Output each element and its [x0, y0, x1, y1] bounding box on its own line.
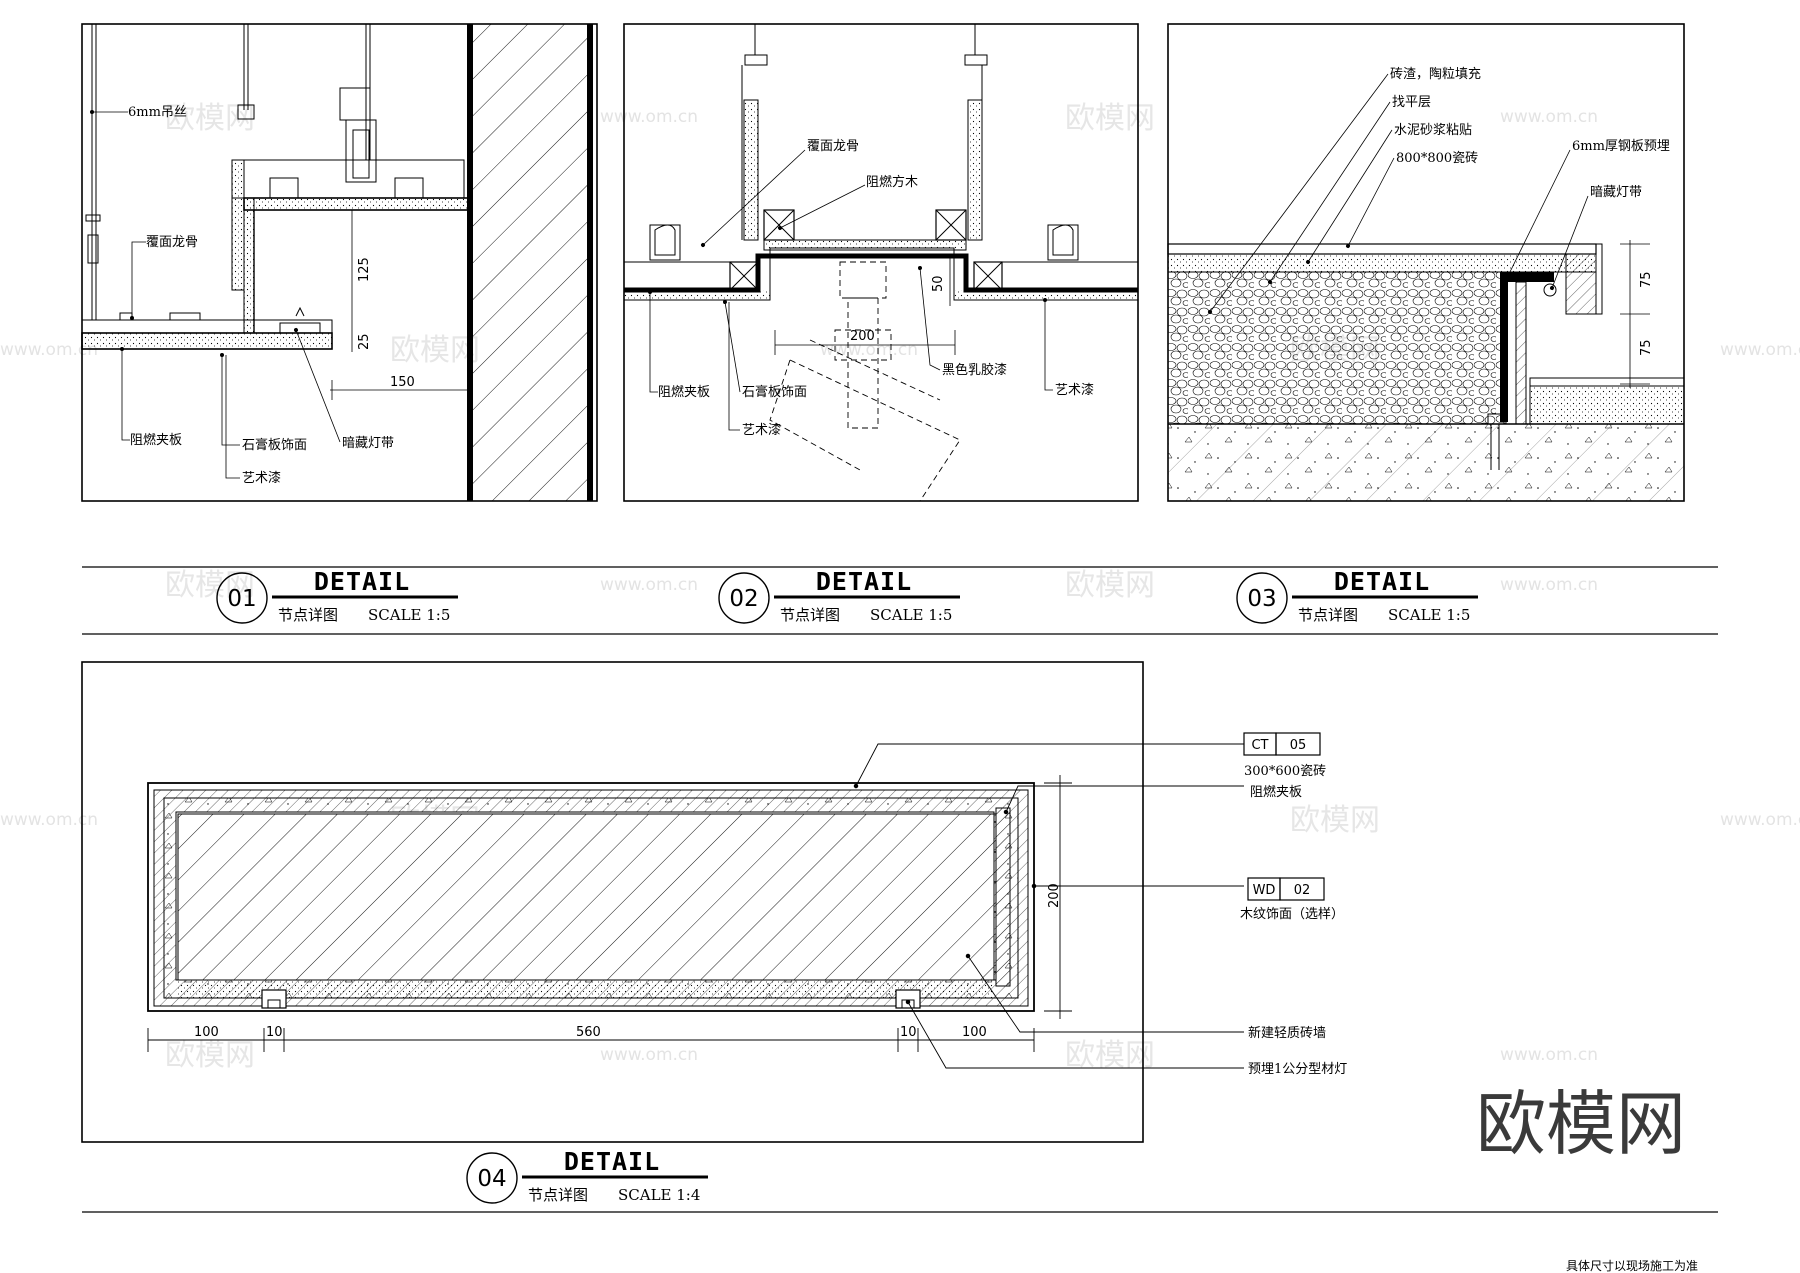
- title-bar-row-1: 01 DETAIL 节点详图 SCALE 1:5 02 DETAIL 节点详图 …: [82, 566, 1718, 635]
- detail-scale: SCALE 1:5: [870, 606, 952, 624]
- detail-scale: SCALE 1:4: [618, 1186, 700, 1204]
- detail-number: 01: [227, 586, 256, 612]
- dim-10-left: 10: [266, 1025, 283, 1040]
- watermark-text: 欧模网: [390, 333, 480, 368]
- watermark-url: www.om.cn: [600, 1045, 698, 1065]
- watermark-text: 欧模网: [1065, 568, 1155, 603]
- tag-code: CT: [1251, 738, 1268, 753]
- watermark-url: www.om.cn: [1720, 340, 1800, 360]
- label-gypsum-finish: 石膏板饰面: [242, 437, 307, 453]
- detail-number: 02: [729, 586, 758, 612]
- panel-detail-04: 100 10 560 10 100 200: [81, 661, 1244, 1143]
- label-gypsum-finish: 石膏板饰面: [742, 384, 807, 400]
- detail-subtitle: 节点详图: [278, 606, 338, 624]
- watermark-text: 欧模网: [1065, 101, 1155, 136]
- watermark-text: 欧模网: [1290, 803, 1380, 838]
- detail-scale: SCALE 1:5: [368, 606, 450, 624]
- watermark-url: www.om.cn: [1500, 107, 1598, 127]
- dim-75-lower: 75: [1639, 339, 1654, 356]
- label-fire-plywood: 阻燃夹板: [658, 384, 710, 400]
- label-800-tile: 800*800瓷砖: [1396, 151, 1478, 166]
- watermark-url: www.om.cn: [1720, 810, 1800, 830]
- panel-detail-03: 75 75 砖渣，陶粒填充 找平层 水泥砂浆粘贴 800*800瓷砖 6mm厚钢…: [1167, 23, 1685, 502]
- label-hidden-led: 暗藏灯带: [1590, 185, 1642, 200]
- panel-detail-01: 125 25 150 6mm吊丝 覆面龙骨 阻燃夹板 石膏板饰面 艺术漆 暗藏灯…: [81, 23, 598, 502]
- title-bar-row-2: 04 DETAIL 节点详图 SCALE 1:4: [82, 1147, 1718, 1213]
- label-embedded-light: 预埋1公分型材灯: [1248, 1062, 1347, 1077]
- label-hanger-rod: 6mm吊丝: [128, 105, 187, 120]
- dim-200: 200: [850, 329, 875, 344]
- dim-125: 125: [357, 257, 372, 282]
- label-leveling-layer: 找平层: [1392, 95, 1431, 110]
- watermark-text: 欧模网: [165, 568, 255, 603]
- label-wood-veneer: 木纹饰面（选样）: [1240, 907, 1344, 922]
- detail-number: 04: [477, 1166, 506, 1192]
- label-fire-plywood: 阻燃夹板: [130, 432, 182, 448]
- panel4-callouts: CT 05 300*600瓷砖 阻燃夹板 WD 02 木纹饰面（选样） 新建轻质…: [1240, 732, 1347, 1077]
- detail-subtitle: 节点详图: [1298, 606, 1358, 624]
- detail-title: DETAIL: [1334, 567, 1430, 596]
- tag-number: 05: [1290, 738, 1307, 753]
- watermark-text: 欧模网: [1065, 1038, 1155, 1073]
- watermark-text: 欧模网: [165, 1038, 255, 1073]
- label-black-latex: 黑色乳胶漆: [942, 362, 1007, 378]
- label-cement-mortar: 水泥砂浆粘贴: [1394, 123, 1472, 138]
- label-furring-keel: 覆面龙骨: [807, 139, 859, 154]
- label-fire-plywood: 阻燃夹板: [1250, 784, 1302, 800]
- detail-subtitle: 节点详图: [528, 1186, 588, 1204]
- label-steel-plate: 6mm厚钢板预埋: [1572, 139, 1670, 154]
- watermarks: 欧模网 www.om.cn 欧模网 www.om.cn 欧模网 www.om.c…: [0, 101, 1800, 1073]
- label-tile-300x600: 300*600瓷砖: [1244, 764, 1326, 779]
- dim-25: 25: [357, 333, 372, 350]
- panel-detail-02: 200 50 覆面龙骨 阻燃方木 阻燃夹板 石膏板饰面 艺术漆 黑色乳胶漆 艺术…: [623, 23, 1139, 502]
- watermark-url: www.om.cn: [1500, 1045, 1598, 1065]
- dim-50: 50: [931, 275, 946, 292]
- brand-logo: 欧模网: [1476, 1083, 1686, 1165]
- tag-code: WD: [1253, 883, 1276, 898]
- detail-number: 03: [1247, 586, 1276, 612]
- label-fire-timber: 阻燃方木: [866, 174, 918, 190]
- dim-75-upper: 75: [1639, 271, 1654, 288]
- detail-scale: SCALE 1:5: [1388, 606, 1470, 624]
- dim-100-left: 100: [194, 1025, 219, 1040]
- label-light-brick-wall: 新建轻质砖墙: [1248, 1025, 1326, 1041]
- footnote: 具体尺寸以现场施工为准: [1566, 1259, 1698, 1273]
- detail-title: DETAIL: [816, 567, 912, 596]
- detail-title: DETAIL: [314, 567, 410, 596]
- detail-subtitle: 节点详图: [780, 606, 840, 624]
- dim-150: 150: [390, 375, 415, 390]
- tag-number: 02: [1294, 883, 1311, 898]
- detail-title: DETAIL: [564, 1147, 660, 1176]
- watermark-url: www.om.cn: [0, 340, 98, 360]
- label-brick-slag-fill: 砖渣，陶粒填充: [1390, 66, 1481, 82]
- label-art-paint: 艺术漆: [742, 422, 781, 438]
- dim-100-right: 100: [962, 1025, 987, 1040]
- watermark-url: www.om.cn: [600, 575, 698, 595]
- dim-200: 200: [1047, 883, 1062, 908]
- label-art-paint-2: 艺术漆: [1055, 382, 1094, 398]
- dim-560: 560: [576, 1025, 601, 1040]
- watermark-url: www.om.cn: [1500, 575, 1598, 595]
- label-furring-keel: 覆面龙骨: [146, 235, 198, 250]
- dim-10-right: 10: [900, 1025, 917, 1040]
- label-hidden-led: 暗藏灯带: [342, 436, 394, 451]
- watermark-url: www.om.cn: [0, 810, 98, 830]
- label-art-paint: 艺术漆: [242, 470, 281, 486]
- watermark-url: www.om.cn: [600, 107, 698, 127]
